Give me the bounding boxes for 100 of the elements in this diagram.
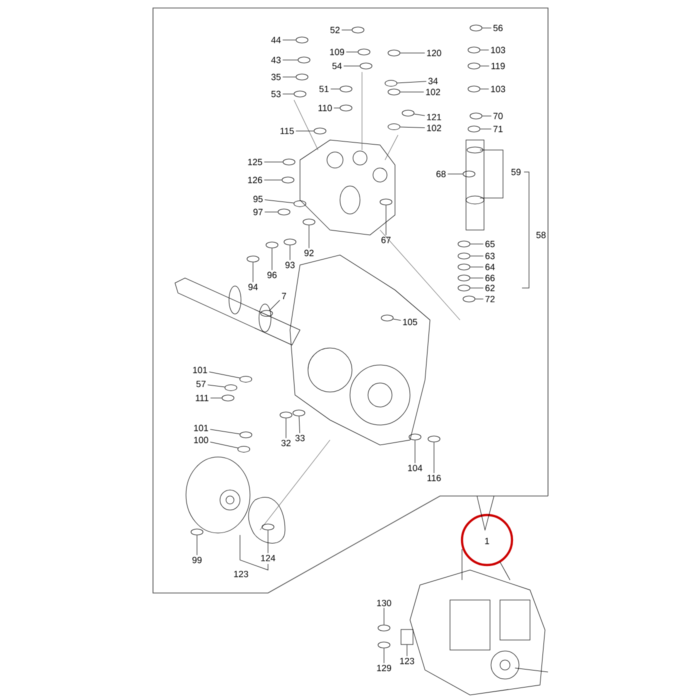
- ring-part: [380, 198, 392, 206]
- callout-number: 34: [428, 78, 438, 84]
- ring-part: [468, 126, 480, 132]
- ring-part: [190, 528, 204, 536]
- callout-number: 35: [271, 74, 281, 80]
- callout-number: 67: [381, 236, 391, 244]
- ring-part: [224, 384, 238, 391]
- ring-part: [462, 296, 476, 302]
- ring-part: [262, 524, 274, 530]
- ring-part: [462, 170, 476, 178]
- leader-line: [210, 442, 238, 448]
- ring-part: [298, 56, 310, 64]
- callout-number: 7: [282, 292, 286, 300]
- callout-number: 70: [493, 112, 503, 120]
- callout-number: 58: [535, 230, 548, 240]
- leader-line: [208, 372, 240, 378]
- leader-line: [392, 318, 402, 321]
- callout-number: 126: [248, 176, 262, 184]
- ring-part: [266, 242, 278, 248]
- ring-part: [302, 218, 316, 226]
- ring-part: [238, 446, 250, 452]
- callout-number: 105: [403, 318, 418, 326]
- leader-line: [396, 81, 427, 84]
- callout-number: 54: [332, 62, 342, 70]
- leader-line: [296, 130, 314, 132]
- callout-number: 56: [493, 24, 503, 32]
- leader-line: [196, 535, 198, 556]
- ring-part: [294, 90, 306, 98]
- callout-number: 120: [427, 50, 442, 56]
- ring-part: [280, 412, 292, 418]
- callout-number: 71: [493, 126, 503, 132]
- leader-line: [210, 429, 240, 434]
- ring-part: [282, 176, 294, 184]
- callout-number: 44: [271, 36, 281, 44]
- callout-number: 130: [377, 600, 392, 606]
- ring-part: [458, 240, 470, 248]
- ring-part: [402, 110, 414, 116]
- ring-part: [388, 88, 400, 96]
- callout-number: 43: [271, 56, 281, 64]
- callout-number: 102: [427, 124, 442, 132]
- callout-number: 129: [377, 664, 392, 672]
- ring-part: [384, 80, 398, 87]
- callout-number: 53: [271, 90, 281, 98]
- ring-part: [278, 208, 290, 216]
- callout-number: 65: [485, 240, 495, 248]
- ring-part: [408, 434, 422, 440]
- ring-part: [314, 128, 326, 134]
- bracket-plate: [400, 629, 414, 645]
- callout-number: 62: [485, 284, 495, 292]
- ring-part: [428, 436, 440, 442]
- leader-line: [308, 225, 310, 248]
- ring-part: [358, 48, 370, 56]
- leader-line: [330, 88, 340, 90]
- ring-part: [222, 394, 234, 402]
- callout-number: 125: [248, 158, 262, 166]
- ring-part: [470, 112, 482, 120]
- callout-number: 123: [400, 658, 414, 664]
- callout-number: 68: [436, 170, 446, 178]
- leader-line: [252, 262, 254, 282]
- leader-line: [414, 440, 416, 464]
- leader-line: [414, 114, 426, 116]
- callout-number: 109: [330, 48, 344, 56]
- leader-line: [264, 200, 294, 204]
- callout-number: 97: [253, 208, 263, 216]
- callout-number: 115: [280, 128, 294, 134]
- ring-part: [240, 432, 252, 438]
- callout-number: 101: [194, 424, 208, 432]
- callout-number: 111: [196, 394, 208, 402]
- callout-number: 104: [408, 464, 422, 472]
- callout-number: 59: [510, 168, 522, 176]
- callout-number: 51: [319, 86, 329, 92]
- leader-line: [480, 88, 490, 90]
- callout-number: 94: [248, 284, 258, 290]
- callout-number: 63: [485, 252, 495, 260]
- callout-number: 32: [281, 440, 291, 446]
- ring-part: [458, 252, 470, 260]
- leader-line: [480, 128, 492, 130]
- callout-number: 101: [193, 366, 208, 374]
- ring-part: [458, 284, 470, 292]
- ring-part: [282, 158, 296, 166]
- callout-number: 124: [261, 554, 276, 562]
- ring-part: [360, 62, 372, 70]
- leader-line: [400, 126, 426, 128]
- callout-number: 102: [426, 88, 440, 96]
- ring-part: [284, 238, 296, 246]
- callout-number: 103: [491, 86, 506, 92]
- callout-number: 1: [484, 536, 490, 546]
- callout-number: 103: [491, 46, 506, 54]
- leader-line: [298, 416, 300, 434]
- callout-number: 96: [267, 272, 277, 278]
- ring-part: [468, 46, 480, 54]
- ring-part: [468, 86, 480, 92]
- ring-part: [240, 376, 252, 382]
- callout-number: 119: [492, 62, 505, 70]
- callout-number: 93: [285, 262, 295, 268]
- leader-line: [470, 266, 484, 268]
- leader-line: [406, 644, 408, 656]
- callout-number: 116: [428, 474, 441, 482]
- ring-part: [380, 314, 394, 322]
- ring-part: [458, 264, 470, 270]
